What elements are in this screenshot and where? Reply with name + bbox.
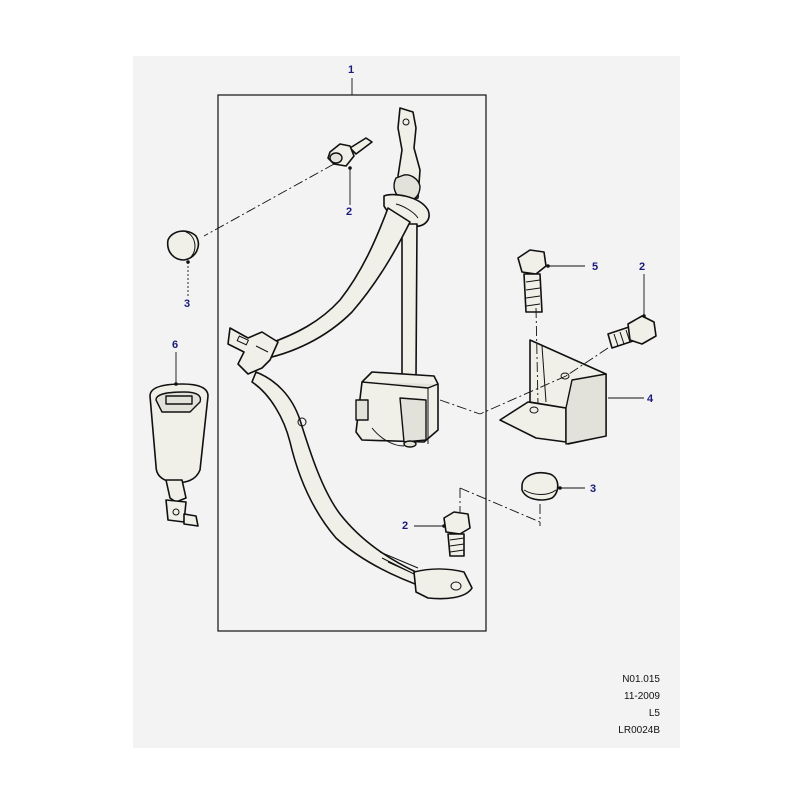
bolt-top: [327, 137, 373, 167]
callout-2-bottom: 2: [402, 520, 409, 532]
callout-4: 4: [647, 393, 654, 405]
callout-6: 6: [172, 339, 179, 351]
drawing-number: LR0024B: [618, 725, 660, 736]
bolt-5: [517, 249, 547, 313]
cap-left: [166, 230, 200, 261]
callout-5: 5: [592, 261, 599, 273]
mounting-bracket: [499, 339, 607, 445]
model-code: L5: [648, 708, 660, 719]
drawing-ref-line-1: N01.015: [622, 674, 660, 685]
retractor: [355, 371, 439, 448]
bolt-bottom: [443, 511, 471, 557]
callout-3-left: 3: [184, 298, 191, 310]
tongue-plate: [227, 327, 279, 375]
lower-anchor-plate: [413, 568, 473, 600]
buckle: [149, 383, 209, 527]
bolt-right: [607, 315, 657, 349]
upper-anchor-plate: [393, 107, 421, 202]
callout-3-right: 3: [590, 483, 597, 495]
callout-2-top: 2: [346, 206, 353, 218]
drawing-date: 11-2009: [624, 691, 660, 702]
callout-2-right: 2: [639, 261, 646, 273]
belt-webbing-diagonal: [257, 207, 411, 361]
callout-1: 1: [348, 64, 355, 76]
cap-right: [521, 471, 559, 501]
belt-webbing-vertical: [401, 223, 418, 379]
